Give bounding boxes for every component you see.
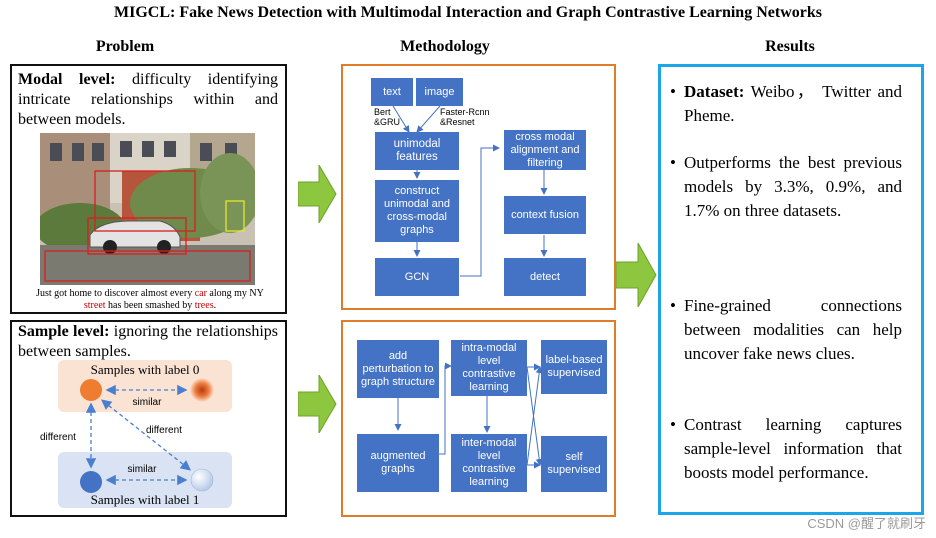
cross-modal-node: cross modal alignment and filtering <box>504 130 586 170</box>
augmented-graphs-node: augmented graphs <box>357 434 439 492</box>
methodology-top-connectors <box>392 105 548 277</box>
photo-caption: Just got home to discover almost every c… <box>36 288 264 311</box>
label1-text: Samples with label 1 <box>91 492 200 507</box>
sample-node <box>80 471 102 493</box>
similar-top: similar <box>133 397 163 408</box>
result-item: •Contrast learning captures sample-level… <box>670 415 902 482</box>
sample-relations-diagram: Samples with label 0 Samples with label … <box>40 360 232 508</box>
modal-level-label: Modal level: <box>18 71 116 88</box>
sample-level-text: Sample level: ignoring the relationships… <box>18 322 278 362</box>
modal-level-desc: difficulty identifying intricate relatio… <box>18 71 278 128</box>
different-right: different <box>146 425 182 436</box>
perturbation-node: add perturbation to graph structure <box>357 340 439 398</box>
figure-title: MIGCL: Fake News Detection with Multimod… <box>114 4 822 21</box>
result-item: •Dataset: Weibo， Twitter and Pheme. <box>670 82 902 125</box>
arrow-right-icon <box>616 243 657 307</box>
text-node: text <box>371 78 413 106</box>
street-scene-image <box>40 133 255 285</box>
news-photo <box>40 133 255 285</box>
image-node: image <box>416 78 463 106</box>
sample-level-desc: ignoring the relationships between sampl… <box>18 323 278 360</box>
unimodal-features-node: unimodal features <box>375 132 459 170</box>
detect-node: detect <box>504 258 586 296</box>
results-panel <box>658 64 924 515</box>
bert-gru-label: Bert &GRU <box>374 107 401 127</box>
label0-text: Samples with label 0 <box>91 362 200 377</box>
gcn-node: GCN <box>375 258 459 296</box>
label-supervised-node: label-based supervised <box>541 340 607 394</box>
sample-level-label: Sample level: <box>18 323 110 340</box>
arrow-right-icon <box>298 165 337 223</box>
header-results: Results <box>765 38 815 55</box>
sample-node <box>190 378 214 402</box>
sample-node <box>190 468 214 492</box>
sample-node <box>80 379 102 401</box>
arrow-right-icon <box>298 375 337 433</box>
inter-modal-node: inter-modal level contrastive learning <box>451 434 527 492</box>
methodology-bottom-connectors <box>394 362 543 469</box>
results-list: •Dataset: Weibo， Twitter and Pheme. •Out… <box>660 80 924 510</box>
watermark: CSDN @醒了就刷牙 <box>807 516 926 531</box>
different-left: different <box>40 432 76 443</box>
intra-modal-node: intra-modal level contrastive learning <box>451 340 527 396</box>
result-item: •Outperforms the best previous models by… <box>670 153 902 220</box>
self-supervised-node: self supervised <box>541 436 607 492</box>
similar-bottom: similar <box>128 464 158 475</box>
construct-graphs-node: construct unimodal and cross-modal graph… <box>375 180 459 242</box>
result-item: •Fine-grained connections between modali… <box>670 296 902 363</box>
faster-rcnn-label: Faster-Rcnn &Resnet <box>440 107 490 127</box>
modal-level-text: Modal level: difficulty identifying intr… <box>18 70 278 130</box>
header-methodology: Methodology <box>400 38 490 55</box>
header-problem: Problem <box>95 38 155 55</box>
context-fusion-node: context fusion <box>504 196 586 234</box>
